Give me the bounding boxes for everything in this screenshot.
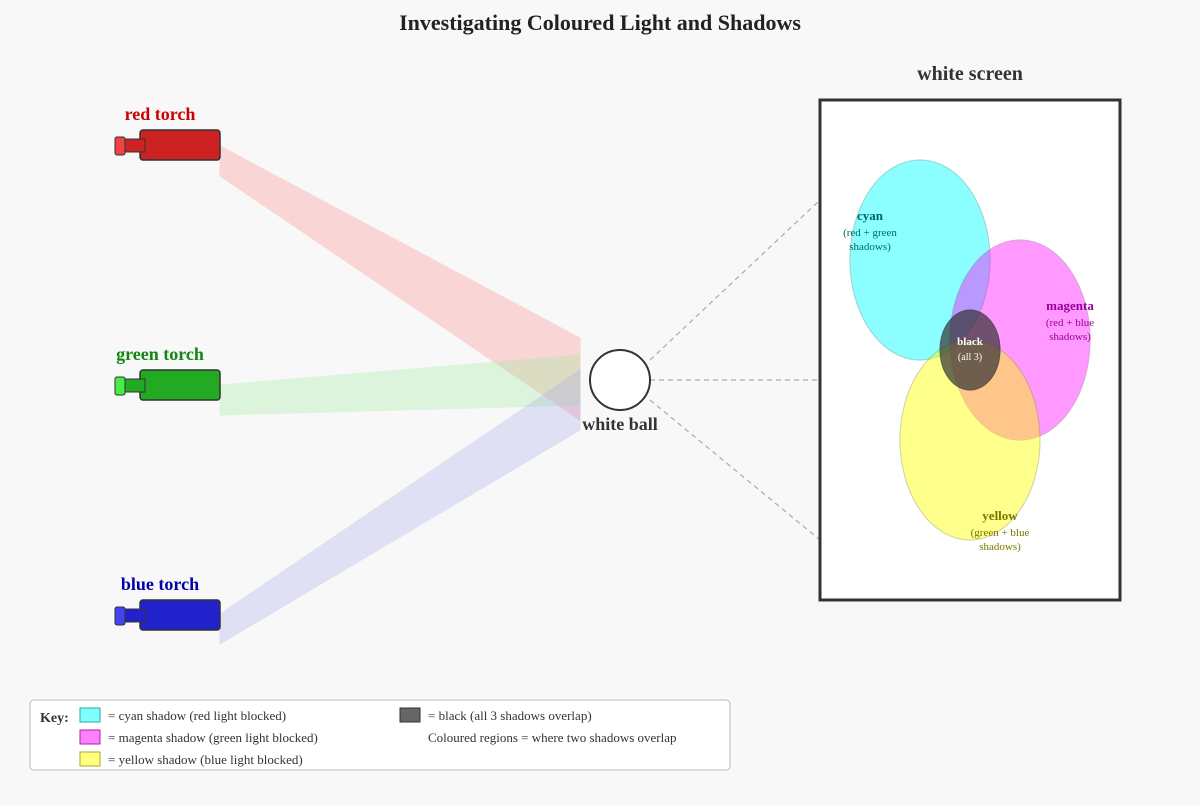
blue-torch-neck <box>123 608 146 623</box>
cyan-desc-1: (red + green <box>843 227 897 239</box>
diagram-title: Investigating Coloured Light and Shadows <box>399 10 801 35</box>
magenta-name: magenta <box>1046 298 1094 313</box>
cyan-desc-2: shadows) <box>849 241 891 253</box>
white-ball-label: white ball <box>582 414 658 434</box>
key-item-magenta: = magenta shadow (green light blocked) <box>108 730 318 745</box>
key-item-yellow: = yellow shadow (blue light blocked) <box>108 752 303 767</box>
cyan-name: cyan <box>857 208 884 223</box>
yellow-desc-1: (green + blue <box>971 527 1030 539</box>
red-torch-lens <box>114 136 126 156</box>
green-torch: green torch <box>114 344 221 401</box>
yellow-desc-2: shadows) <box>979 541 1021 553</box>
black-shadow <box>939 309 1001 391</box>
green-torch-neck <box>123 378 146 393</box>
cyan-shadow <box>849 159 991 361</box>
green-beam <box>219 354 581 416</box>
green-torch-label: green torch <box>116 344 204 364</box>
screen-title: white screen <box>917 63 1023 85</box>
projection-line-top <box>649 199 821 361</box>
red-torch-body <box>139 129 221 161</box>
blue-beam <box>219 369 581 645</box>
green-torch-lens <box>114 376 126 396</box>
red-torch: red torch <box>114 104 221 161</box>
key-box <box>29 699 731 771</box>
red-beam <box>219 145 581 421</box>
magenta-desc-2: shadows) <box>1049 331 1091 343</box>
key-note: Coloured regions = where two shadows ove… <box>428 730 677 745</box>
red-torch-label: red torch <box>125 104 196 124</box>
black-name: black <box>957 336 984 348</box>
yellow-label: yellow (green + blue shadows) <box>971 508 1030 553</box>
red-torch-neck <box>123 138 146 153</box>
key-item-black: = black (all 3 shadows overlap) <box>428 708 592 723</box>
key-swatch-cyan <box>79 707 101 723</box>
blue-torch-label: blue torch <box>121 574 199 594</box>
black-label: black (all 3) <box>957 336 984 363</box>
key-swatch-yellow <box>79 751 101 767</box>
key-swatch-magenta <box>79 729 101 745</box>
magenta-desc-1: (red + blue <box>1046 317 1094 329</box>
blue-torch-body <box>139 599 221 631</box>
yellow-name: yellow <box>982 508 1018 523</box>
magenta-label: magenta (red + blue shadows) <box>1046 298 1095 343</box>
white-ball <box>589 349 651 411</box>
key-panel: Key: = cyan shadow (red light blocked) =… <box>29 699 731 771</box>
cyan-label: cyan (red + green shadows) <box>843 208 897 253</box>
green-torch-body <box>139 369 221 401</box>
blue-torch-lens <box>114 606 126 626</box>
key-title: Key: <box>40 711 69 726</box>
blue-torch: blue torch <box>114 574 221 631</box>
projection-line-bottom <box>649 399 821 541</box>
black-desc: (all 3) <box>958 352 982 363</box>
key-swatch-black <box>399 707 421 723</box>
key-item-cyan: = cyan shadow (red light blocked) <box>108 708 286 723</box>
